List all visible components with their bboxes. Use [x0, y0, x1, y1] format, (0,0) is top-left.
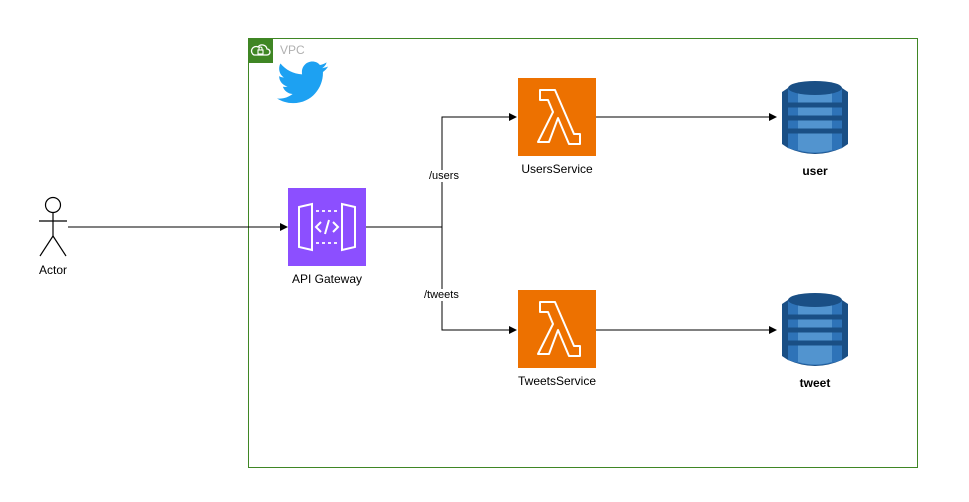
api-gateway-icon [288, 188, 366, 266]
lambda-icon [518, 290, 596, 368]
actor-label: Actor [38, 263, 67, 277]
tweet-table-label: tweet [799, 376, 831, 390]
stick-figure-icon [36, 196, 70, 258]
edge-gateway-tweets [366, 226, 517, 334]
lambda-icon [518, 78, 596, 156]
dynamodb-icon [778, 290, 852, 370]
user-table-label: user [802, 164, 828, 178]
vpc-lock-cloud-icon [248, 38, 273, 63]
edge-label-users: /users [428, 170, 460, 182]
twitter-bird-icon [277, 60, 329, 106]
vpc-label: VPC [280, 43, 305, 57]
dynamodb-icon [778, 78, 852, 158]
edge-label-tweets: /tweets [423, 289, 460, 301]
users-service-label: UsersService [521, 162, 593, 176]
vpc-group [248, 38, 918, 468]
tweets-service-label: TweetsService [517, 374, 597, 388]
api-gateway-label: API Gateway [291, 272, 363, 286]
